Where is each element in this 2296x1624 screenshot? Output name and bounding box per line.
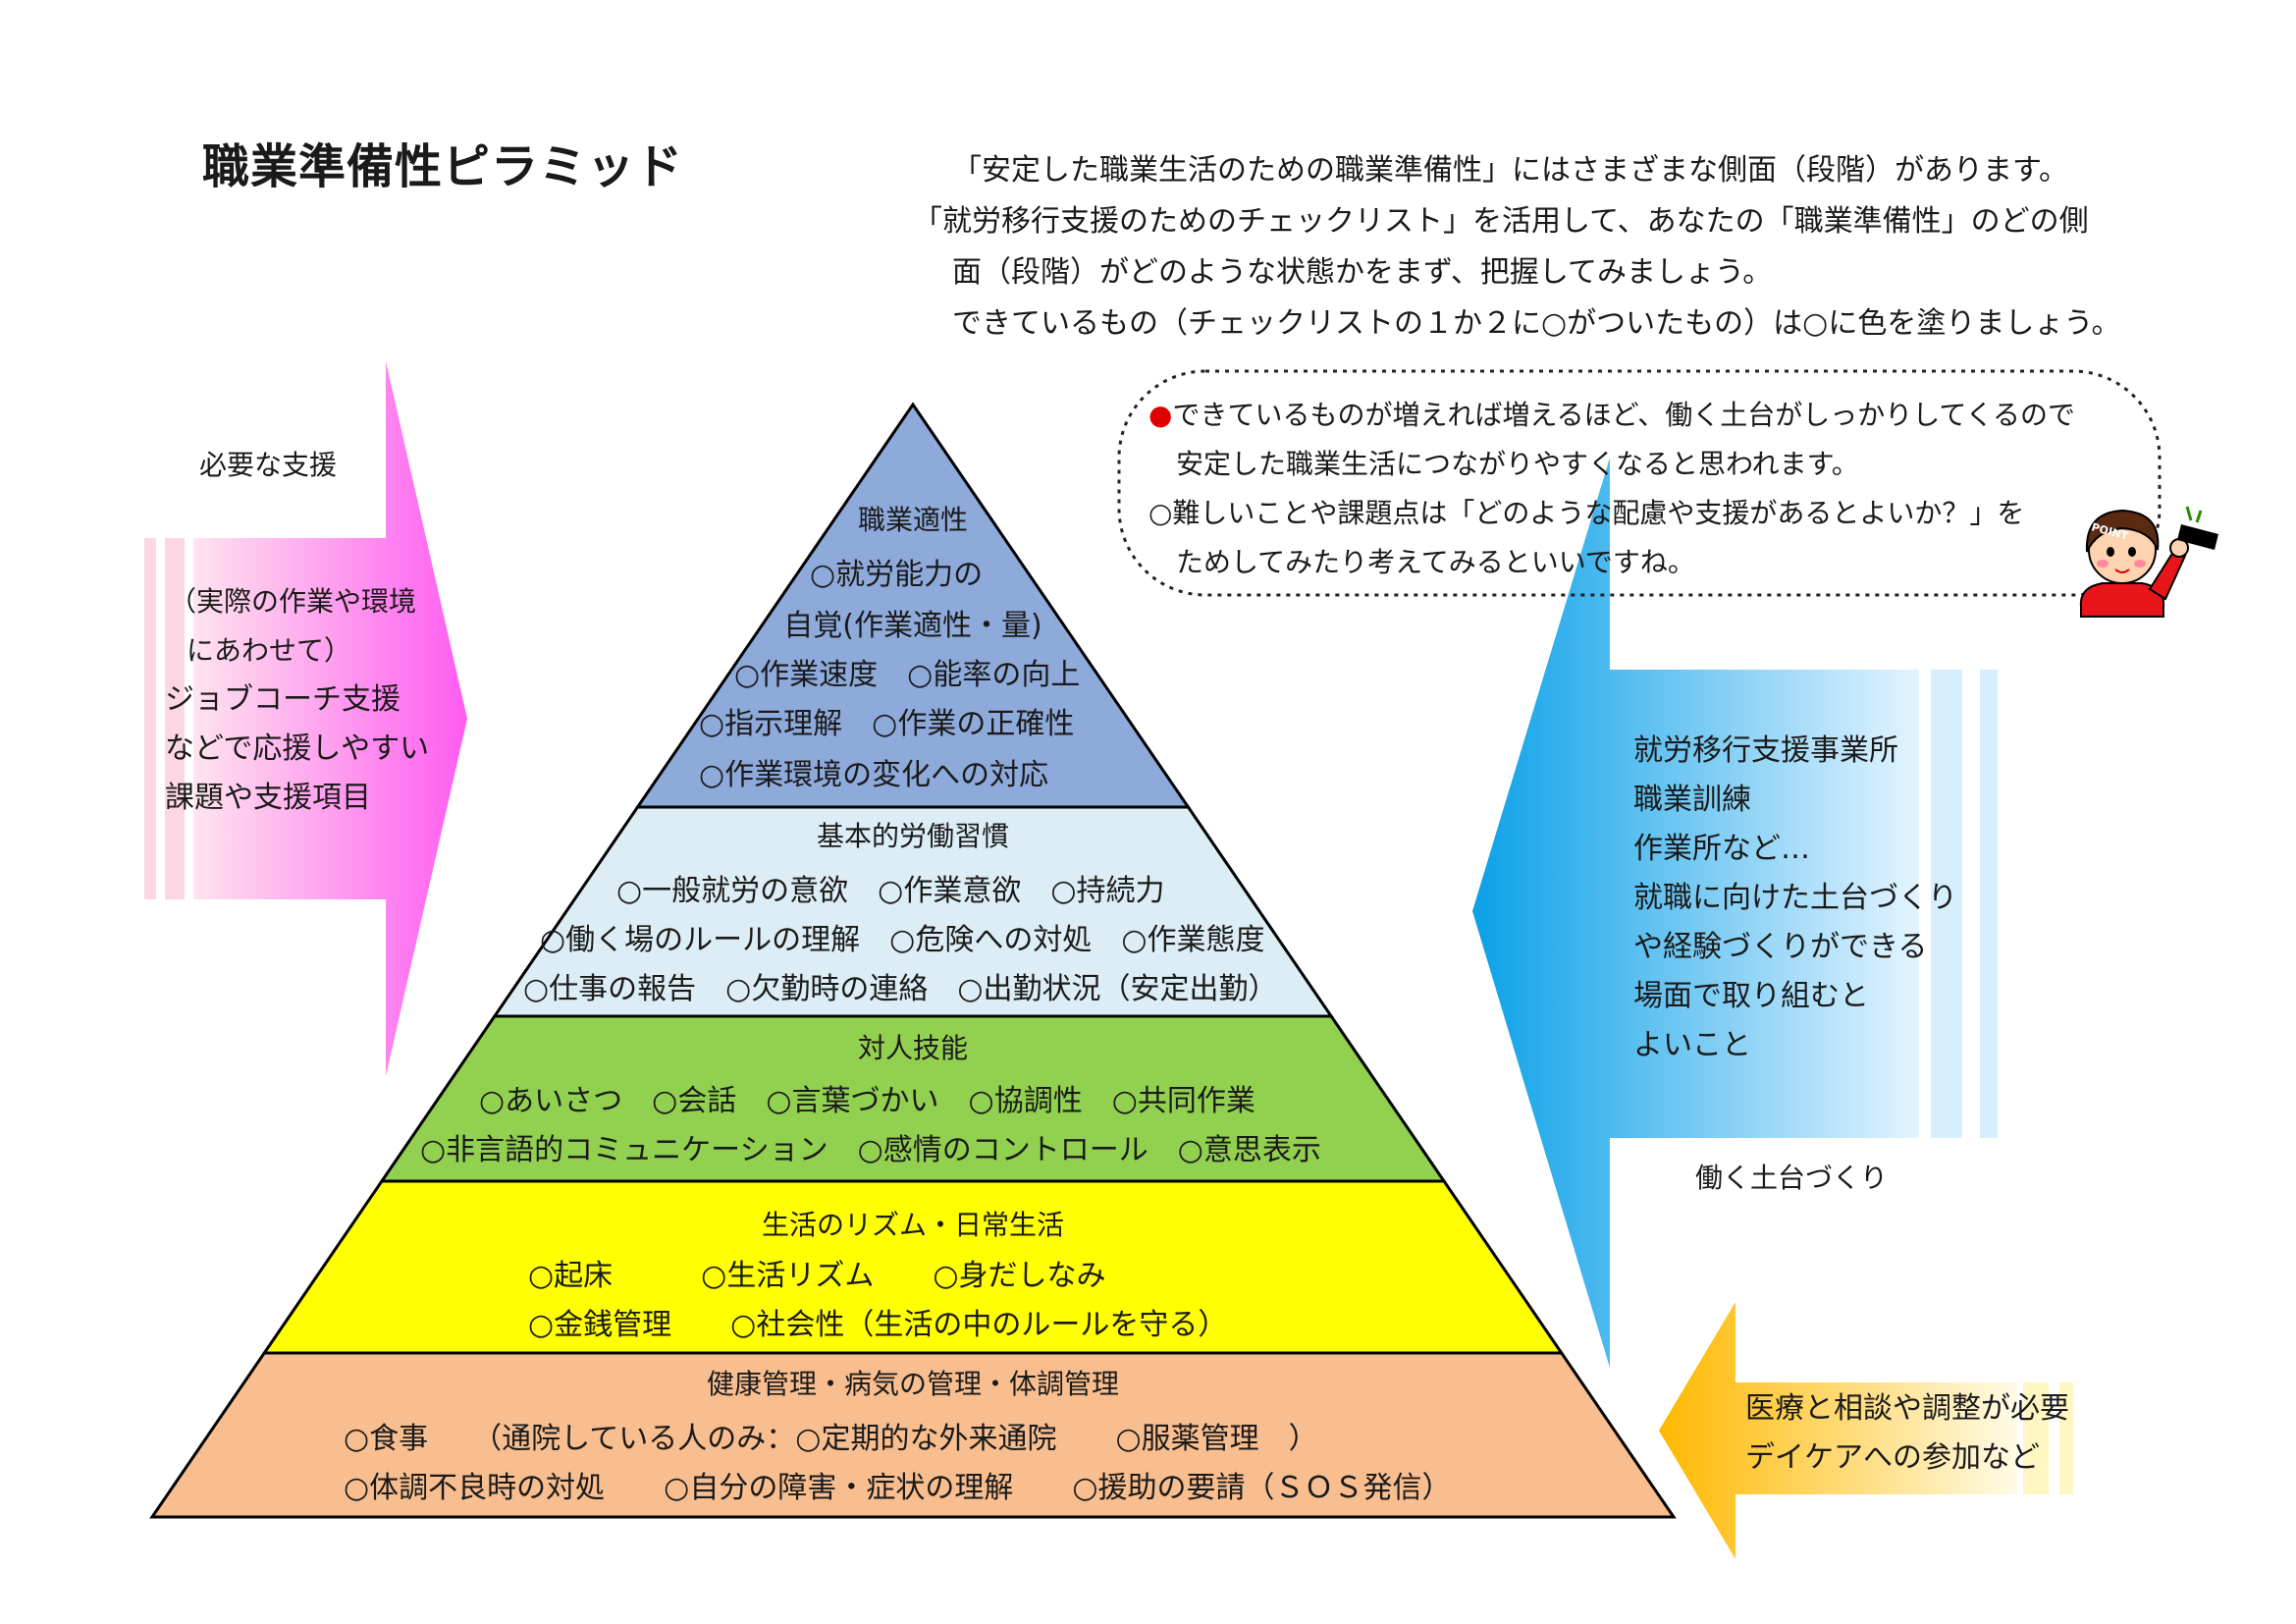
medical-panel-line: デイケアへの参加など [1745,1440,2040,1475]
left-panel-heading: 必要な支援 [199,449,338,481]
left-panel-line: 課題や支援項目 [165,781,371,815]
right-foundation-arrow [1472,458,1998,1368]
pyramid-level-5 [149,1351,1677,1519]
level-item: ○食事 （通院している人のみ：○定期的な外来通院 ○服薬管理 ） [344,1422,1318,1456]
right-panel-text: 就労移行支援事業所 職業訓練 作業所など… 就職に向けた土台づくり や経験づくり… [1633,727,1957,1070]
bubble-line-2: 安定した職業生活につながりやすくなると思われます。 [1176,448,1859,480]
intro-line-1: 「安定した職業生活のための職業準備性」にはさまざまな側面（段階）があります。 [952,153,2068,188]
level-name: 対人技能 [857,1032,969,1064]
level-name: 基本的労働習慣 [816,820,1010,852]
bubble-line-3: ○難しいことや課題点は「どのような配慮や支援があるとよいか？」を [1148,497,2025,529]
level-name: 職業適性 [857,504,969,536]
left-panel-line: にあわせて） [187,634,352,667]
level-item: ○体調不良時の対処 ○自分の障害・症状の理解 ○援助の要請（ＳＯＳ発信） [344,1471,1452,1505]
level-item: ○金銭管理 ○社会性（生活の中のルールを守る） [528,1308,1228,1342]
right-panel-line: 場面で取り組むと [1633,979,1869,1013]
level-item: 自覚(作業適性・量) [783,609,1042,643]
level-item: ○就労能力の [810,558,984,592]
right-panel-caption: 働く土台づくり [1695,1162,1889,1194]
mascot-icon [2079,506,2218,618]
page-title: 職業準備性ピラミッド [202,139,684,194]
medical-arrow [1659,1302,2073,1559]
level-name: 健康管理・病気の管理・体調管理 [706,1368,1120,1400]
intro-line-4: できているもの（チェックリストの１か２に○がついたもの）は○に色を塗りましょう。 [952,306,2121,341]
intro-line-3: 面（段階）がどのような状態かをまず、把握してみましょう。 [952,255,1773,290]
level-item: ○あいさつ ○会話 ○言葉づかい ○協調性 ○共同作業 [479,1084,1255,1118]
bubble-line-1: ●できているものが増えれば増えるほど、働く土台がしっかりしてくるので [1148,399,2075,431]
right-panel-line: 職業訓練 [1633,783,1751,817]
medical-panel-line: 医療と相談や調整が必要 [1745,1391,2069,1426]
speech-bubble: ●できているものが増えれば増えるほど、働く土台がしっかりしてくるので 安定した職… [1119,371,2160,595]
level-name: 生活のリズム・日常生活 [761,1209,1065,1241]
level-item: ○仕事の報告 ○欠勤時の連絡 ○出勤状況（安定出勤） [523,972,1278,1006]
level-item: ○非言語的コミュニケーション ○感情のコントロール ○意思表示 [420,1133,1321,1167]
left-panel-line: ジョブコーチ支援 [165,682,400,717]
left-panel-line: などで応援しやすい [165,731,430,766]
level-item: ○作業環境の変化への対応 [699,758,1049,792]
intro-text: 「安定した職業生活のための職業準備性」にはさまざまな側面（段階）があります。 「… [913,145,2268,350]
left-panel-line: （実際の作業や環境 [169,585,417,618]
right-panel-line: 就職に向けた土台づくり [1633,881,1957,915]
speech-bubble-outline [1117,369,2162,597]
red-dot-icon: ● [1148,399,1173,431]
bubble-line-4: ためしてみたり考えてみるといいですね。 [1176,546,1695,578]
level-item: ○指示理解 ○作業の正確性 [699,707,1075,741]
left-support-arrow [144,361,467,1076]
level-item: ○起床 ○生活リズム ○身だしなみ [528,1259,1106,1293]
right-panel-line: よいこと [1633,1028,1751,1062]
medical-panel-text: 医療と相談や調整が必要 デイケアへの参加など [1745,1384,2069,1483]
level-item: ○働く場のルールの理解 ○危険への対処 ○作業態度 [540,923,1265,957]
right-panel-line: 就労移行支援事業所 [1633,733,1898,768]
right-panel-line: や経験づくりができる [1633,930,1928,964]
left-panel-text: （実際の作業や環境 にあわせて） ジョブコーチ支援 などで応援しやすい 課題や支… [165,577,429,823]
right-panel-line: 作業所など… [1633,832,1810,866]
level-item: ○一般就労の意欲 ○作業意欲 ○持続力 [616,874,1165,908]
level-item: ○作業速度 ○能率の向上 [734,658,1081,692]
intro-line-2: 「就労移行支援のためのチェックリスト」を活用して、あなたの「職業準備性」のどの側 [913,204,2089,239]
